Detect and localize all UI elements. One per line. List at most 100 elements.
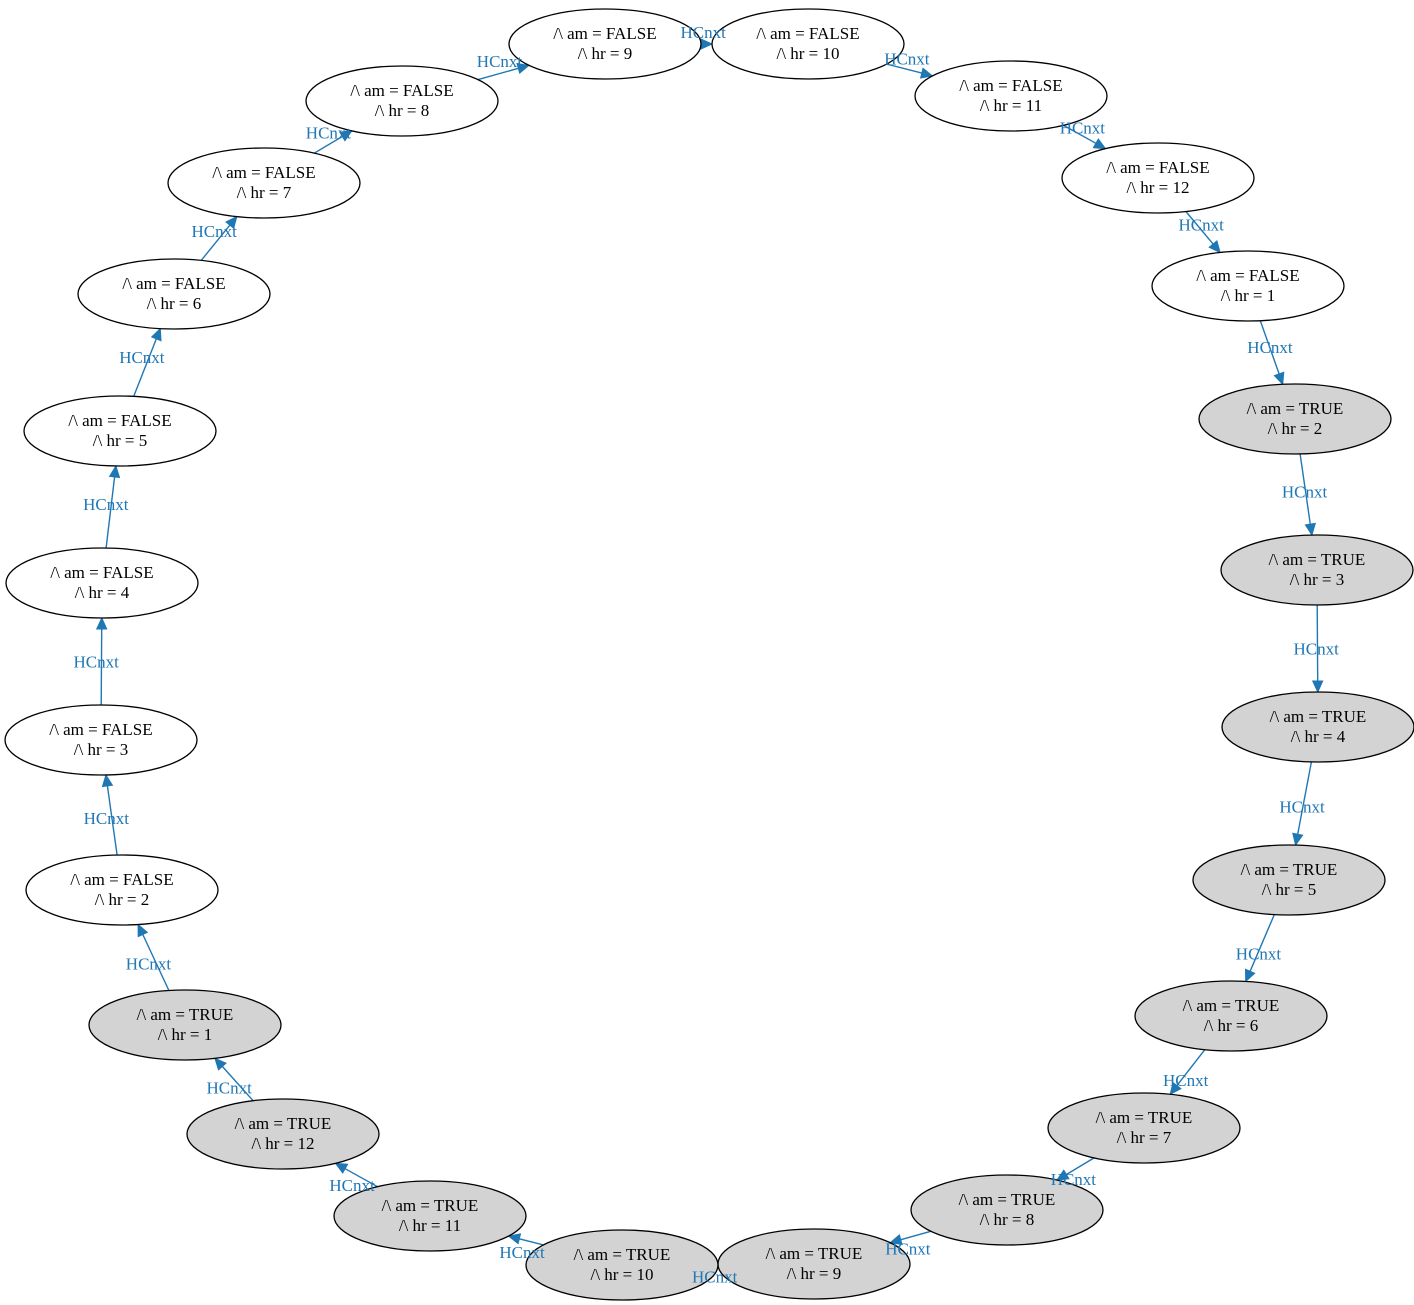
transition-edge xyxy=(1297,761,1313,835)
transition-arrowhead xyxy=(507,1233,522,1245)
transition-edge-label: HCnxt xyxy=(1163,1071,1209,1090)
state-node: /\ am = FALSE/\ hr = 3 xyxy=(4,704,198,776)
transition-edge-label: HCnxt xyxy=(1247,338,1293,357)
state-node: /\ am = TRUE/\ hr = 5 xyxy=(1192,844,1386,916)
state-node-hr-label: /\ hr = 11 xyxy=(399,1216,461,1235)
transition-edge xyxy=(142,934,170,991)
transition-arrowhead xyxy=(1208,240,1221,254)
state-node-am-label: /\ am = TRUE xyxy=(137,1005,234,1024)
transition-edge xyxy=(1299,453,1311,525)
transition-edge-label: HCnxt xyxy=(1294,640,1340,659)
transition-arrowhead xyxy=(1169,1081,1182,1096)
state-node-ellipse xyxy=(1061,142,1255,214)
state-node: /\ am = FALSE/\ hr = 8 xyxy=(305,65,499,137)
state-node: /\ am = FALSE/\ hr = 9 xyxy=(508,8,702,80)
state-node: /\ am = FALSE/\ hr = 10 xyxy=(711,8,905,80)
transition-arrowhead xyxy=(214,1057,227,1071)
state-node: /\ am = FALSE/\ hr = 12 xyxy=(1061,142,1255,214)
state-node-hr-label: /\ hr = 10 xyxy=(777,44,840,63)
state-node-am-label: /\ am = TRUE xyxy=(1270,707,1367,726)
transition-edge xyxy=(1316,604,1319,682)
state-node-hr-label: /\ hr = 8 xyxy=(375,101,429,120)
transition-edge-label: HCnxt xyxy=(1051,1170,1097,1189)
transition-edge xyxy=(1185,211,1214,245)
transition-arrowhead xyxy=(1292,832,1304,847)
state-node-ellipse xyxy=(77,258,271,330)
transition-edge-label: HCnxt xyxy=(126,954,172,973)
state-node: /\ am = FALSE/\ hr = 6 xyxy=(77,258,271,330)
transition-edge-label: HCnxt xyxy=(192,222,238,241)
transition-edge xyxy=(1249,914,1275,972)
state-node: /\ am = FALSE/\ hr = 11 xyxy=(914,60,1108,132)
transition-edge xyxy=(900,1230,931,1241)
transition-edge xyxy=(519,1238,544,1246)
transition-edge-label: HCnxt xyxy=(884,50,930,69)
state-node: /\ am = FALSE/\ hr = 2 xyxy=(25,854,219,926)
state-node-am-label: /\ am = TRUE xyxy=(959,1190,1056,1209)
state-node-ellipse xyxy=(508,8,702,80)
transition-arrowhead xyxy=(334,1162,349,1174)
transition-edge-label: HCnxt xyxy=(692,1268,738,1287)
transition-arrowhead xyxy=(137,923,149,938)
transition-edge-label: HCnxt xyxy=(329,1176,375,1195)
state-node-am-label: /\ am = TRUE xyxy=(766,1244,863,1263)
state-node-hr-label: /\ hr = 7 xyxy=(1117,1128,1172,1147)
transition-edge-label: HCnxt xyxy=(306,123,352,142)
state-node: /\ am = TRUE/\ hr = 10 xyxy=(525,1229,719,1301)
state-node-hr-label: /\ hr = 2 xyxy=(95,890,149,909)
transition-edge xyxy=(200,224,231,261)
transition-edge-label: HCnxt xyxy=(83,495,129,514)
state-node-hr-label: /\ hr = 9 xyxy=(578,44,632,63)
state-node-ellipse xyxy=(23,395,217,467)
transition-edge-label: HCnxt xyxy=(477,52,523,71)
state-node-hr-label: /\ hr = 6 xyxy=(1204,1016,1258,1035)
transition-edge-label: HCnxt xyxy=(681,23,727,42)
state-node-ellipse xyxy=(88,989,282,1061)
transition-arrowhead xyxy=(1055,1169,1070,1181)
state-node-am-label: /\ am = FALSE xyxy=(49,720,152,739)
state-node-ellipse xyxy=(525,1229,719,1301)
state-node-ellipse xyxy=(305,65,499,137)
transition-edge xyxy=(477,67,519,81)
state-node-am-label: /\ am = FALSE xyxy=(553,24,656,43)
state-node-hr-label: /\ hr = 5 xyxy=(1262,880,1316,899)
state-node-ellipse xyxy=(333,1180,527,1252)
state-node-ellipse xyxy=(711,8,905,80)
state-node-am-label: /\ am = TRUE xyxy=(1096,1108,1193,1127)
transition-arrowhead xyxy=(338,130,353,142)
state-node: /\ am = FALSE/\ hr = 1 xyxy=(1151,250,1345,322)
state-node: /\ am = FALSE/\ hr = 4 xyxy=(5,547,199,619)
state-node-ellipse xyxy=(1151,250,1345,322)
state-node-am-label: /\ am = TRUE xyxy=(235,1114,332,1133)
state-node: /\ am = FALSE/\ hr = 5 xyxy=(23,395,217,467)
state-node-ellipse xyxy=(1134,980,1328,1052)
state-node-hr-label: /\ hr = 1 xyxy=(1221,286,1275,305)
transition-edge-label: HCnxt xyxy=(207,1079,253,1098)
transition-edge xyxy=(105,476,116,549)
transition-edge xyxy=(313,135,343,154)
state-node-hr-label: /\ hr = 4 xyxy=(75,583,130,602)
state-node-hr-label: /\ hr = 9 xyxy=(787,1264,841,1283)
edge-labels-layer: HCnxtHCnxtHCnxtHCnxtHCnxtHCnxtHCnxtHCnxt… xyxy=(74,23,1340,1287)
transition-edge xyxy=(1259,320,1280,375)
state-node-am-label: /\ am = FALSE xyxy=(122,274,225,293)
transition-edge-label: HCnxt xyxy=(84,809,130,828)
state-node-am-label: /\ am = TRUE xyxy=(382,1196,479,1215)
state-node: /\ am = TRUE/\ hr = 3 xyxy=(1220,534,1414,606)
state-node: /\ am = TRUE/\ hr = 2 xyxy=(1198,383,1392,455)
state-node: /\ am = TRUE/\ hr = 1 xyxy=(88,989,282,1061)
nodes-layer: /\ am = FALSE/\ hr = 9/\ am = FALSE/\ hr… xyxy=(4,8,1414,1301)
transition-edge xyxy=(221,1065,254,1102)
transition-edge xyxy=(886,63,922,74)
state-node-hr-label: /\ hr = 7 xyxy=(237,183,292,202)
state-node-ellipse xyxy=(167,147,361,219)
state-node-am-label: /\ am = FALSE xyxy=(68,411,171,430)
transition-arrowhead xyxy=(95,616,108,630)
state-node-am-label: /\ am = FALSE xyxy=(212,163,315,182)
transition-edge-label: HCnxt xyxy=(1282,483,1328,502)
transition-edge-label: HCnxt xyxy=(499,1243,545,1262)
state-node-am-label: /\ am = FALSE xyxy=(350,81,453,100)
state-node-hr-label: /\ hr = 11 xyxy=(980,96,1042,115)
state-node-hr-label: /\ hr = 12 xyxy=(1127,178,1190,197)
